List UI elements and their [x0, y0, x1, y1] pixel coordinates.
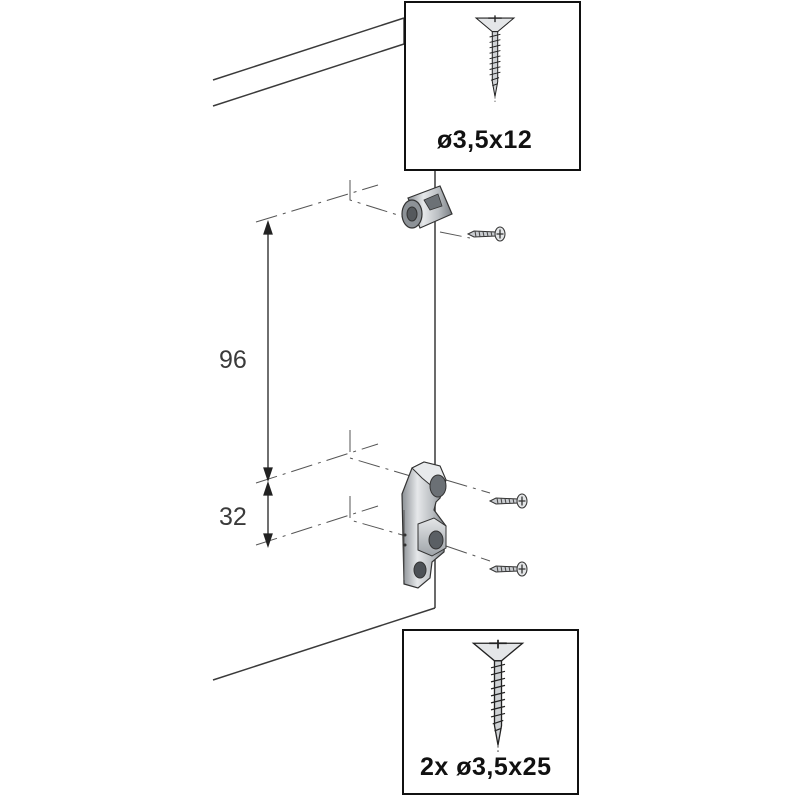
- lower-screw-1-icon: [489, 493, 528, 509]
- lower-screw-2-icon: [489, 561, 528, 577]
- upper-cam-connector: [401, 185, 453, 229]
- lower-bracket: [401, 461, 447, 589]
- dimension-lines: [263, 219, 273, 549]
- bottom-screw-callout: 2x ø3,5x25: [402, 629, 579, 795]
- upper-screw-icon: [467, 226, 506, 242]
- centerline-guides: [255, 180, 491, 562]
- bottom-screw-spec: 2x ø3,5x25: [420, 753, 552, 781]
- dimension-96-label: 96: [219, 346, 247, 374]
- top-screw-callout: ø3,5x12: [404, 1, 581, 171]
- top-screw-spec: ø3,5x12: [437, 126, 532, 154]
- dimension-32-label: 32: [219, 503, 247, 531]
